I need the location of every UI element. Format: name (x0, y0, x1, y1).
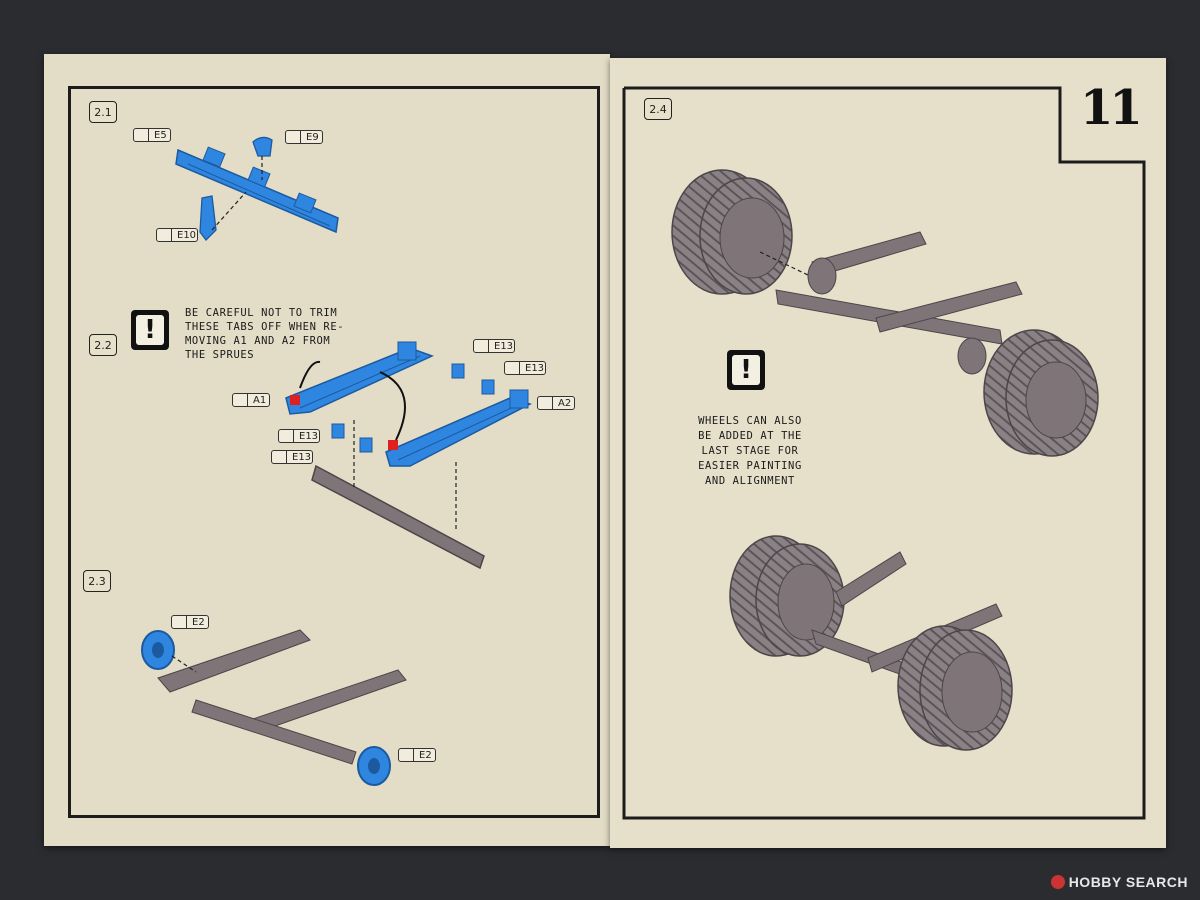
wheels-caution-icon: ! (727, 350, 765, 390)
part-tag-e9: E9 (285, 130, 323, 144)
wheel-upper-right (983, 329, 1099, 457)
step-2-1-label: 2.1 (89, 101, 117, 123)
caution-icon: ! (131, 310, 169, 350)
wheel-lower-left (729, 535, 845, 657)
hub-e2-right (357, 746, 391, 786)
part-tag-a2: A2 (537, 396, 575, 410)
part-e9-blue (252, 136, 273, 157)
axle-assembly-grey-2-3 (157, 629, 407, 765)
page-number: 11 (1080, 80, 1143, 136)
step-2-3-label: 2.3 (83, 570, 111, 592)
wheel-upper-left (671, 169, 793, 295)
part-tag-a1: A1 (232, 393, 270, 407)
part-tag-e13-right: E13 (504, 361, 546, 375)
caution-note: BE CAREFUL NOT TO TRIM THESE TABS OFF WH… (185, 307, 345, 361)
step-2-2-label: 2.2 (89, 334, 117, 356)
step-2-4-label: 2.4 (644, 98, 672, 120)
part-tag-e10: E10 (156, 228, 198, 242)
wheel-lower-right (897, 625, 1013, 751)
watermark: HOBBY SEARCH (1050, 874, 1188, 890)
left-page-frame (68, 86, 600, 818)
hobby-search-logo-icon (1050, 875, 1065, 889)
clip-parts-e13 (331, 363, 495, 453)
part-tag-e13-top: E13 (473, 339, 515, 353)
left-instruction-page (44, 54, 610, 846)
part-tag-e13-low: E13 (271, 450, 313, 464)
leaf-spring-a1-blue (285, 341, 434, 415)
leaf-spring-a2-blue (385, 389, 532, 467)
part-tag-e2-left: E2 (171, 615, 209, 629)
part-tag-e5: E5 (133, 128, 171, 142)
part-e10-blue (199, 195, 217, 241)
axle-beam-blue (175, 146, 339, 234)
axle-assembly-grey-2-4-top (775, 231, 1023, 375)
part-tag-e13-mid: E13 (278, 429, 320, 443)
hub-e2-left (141, 630, 175, 670)
axle-beam-grey (311, 464, 485, 570)
wheels-note: WHEELS CAN ALSO BE ADDED AT THE LAST STA… (698, 415, 802, 487)
part-tag-e2-right: E2 (398, 748, 436, 762)
